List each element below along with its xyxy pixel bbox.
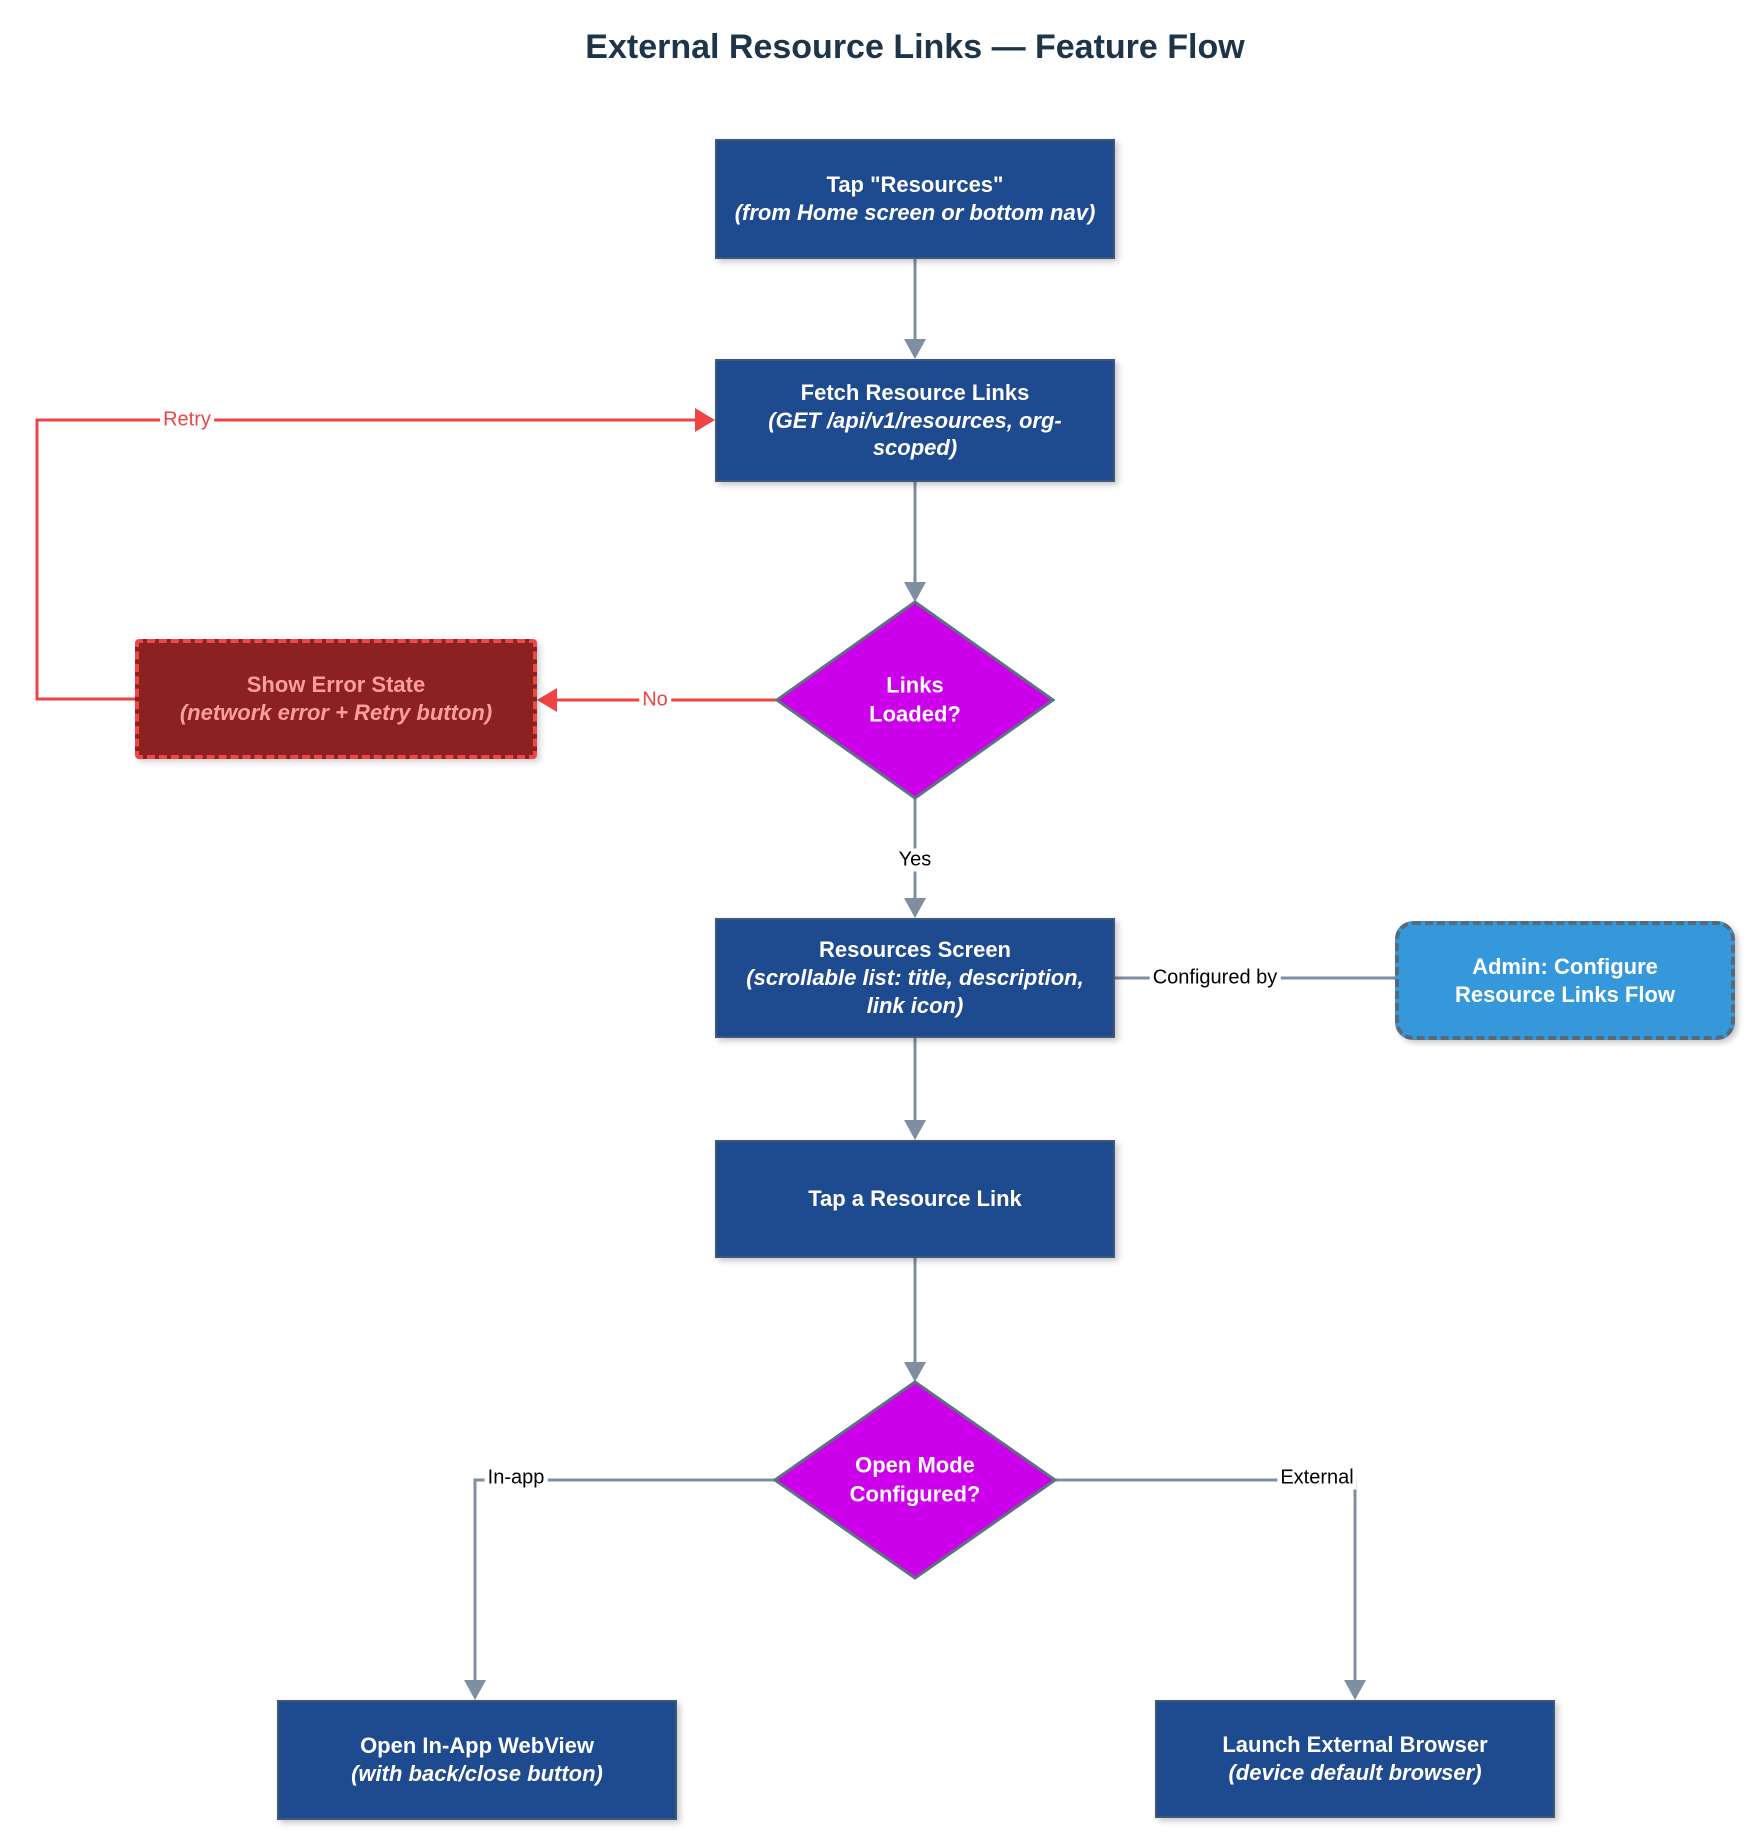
node-fetch-resource-links: Fetch Resource Links (GET /api/v1/resour… [715,359,1115,482]
arrowhead-down-icon [904,1120,926,1140]
node-subtitle: (from Home screen or bottom nav) [734,200,1096,225]
node-open-inapp-webview: Open In-App WebView (with back/close but… [277,1700,677,1820]
node-title: Resources Screen [819,937,1011,963]
edge-label-in-app: In-app [484,1466,548,1490]
node-title: Fetch Resource Links [800,379,1030,405]
node-title: Tap "Resources" [826,172,1004,198]
node-resources-screen: Resources Screen (scrollable list: title… [715,918,1115,1038]
edge-label-no: No [639,688,671,712]
arrowhead-down-icon [1344,1680,1366,1700]
node-subtitle: (network error + Retry button) [179,700,493,725]
node-tap-a-resource-link: Tap a Resource Link [715,1140,1115,1258]
node-subtitle: (GET /api/v1/resources, org-scoped) [768,407,1062,461]
arrowhead-down-icon [904,582,926,602]
node-admin-configure: Admin: Configure Resource Links Flow [1395,921,1735,1040]
arrowhead-down-icon [904,1362,926,1382]
edge-retry-to-fetch [35,418,695,701]
arrowhead-right-icon [695,408,715,432]
node-title: Admin: Configure Resource Links Flow [1454,953,1676,1007]
decision-open-mode [772,1380,1058,1580]
arrowhead-left-icon [537,688,557,712]
node-title: Launch External Browser [1222,1732,1488,1758]
node-show-error-state: Show Error State (network error + Retry … [135,639,537,759]
page-title: External Resource Links — Feature Flow [585,28,1245,66]
decision-links-loaded [774,600,1056,800]
decision-open-mode-label: Open Mode Configured? [849,1452,981,1506]
arrowhead-down-icon [904,339,926,359]
node-title: Tap a Resource Link [808,1186,1022,1212]
edge-inapp-branch [473,1478,777,1682]
edge-label-yes: Yes [895,848,935,872]
edge-label-retry: Retry [160,408,214,432]
decision-links-loaded-label: Links Loaded? [869,672,961,726]
edge-label-configured-by: Configured by [1149,966,1281,990]
node-subtitle: (scrollable list: title, description, li… [746,965,1084,1018]
edge-external-branch [1055,1478,1357,1682]
node-subtitle: (device default browser) [1228,1760,1482,1785]
node-launch-external-browser: Launch External Browser (device default … [1155,1700,1555,1818]
node-tap-resources: Tap "Resources" (from Home screen or bot… [715,139,1115,259]
arrowhead-down-icon [464,1680,486,1700]
edge-label-external: External [1277,1466,1357,1490]
node-title: Show Error State [246,672,426,698]
arrowhead-down-icon [904,898,926,918]
node-title: Open In-App WebView [360,1733,594,1759]
node-subtitle: (with back/close button) [351,1761,603,1786]
